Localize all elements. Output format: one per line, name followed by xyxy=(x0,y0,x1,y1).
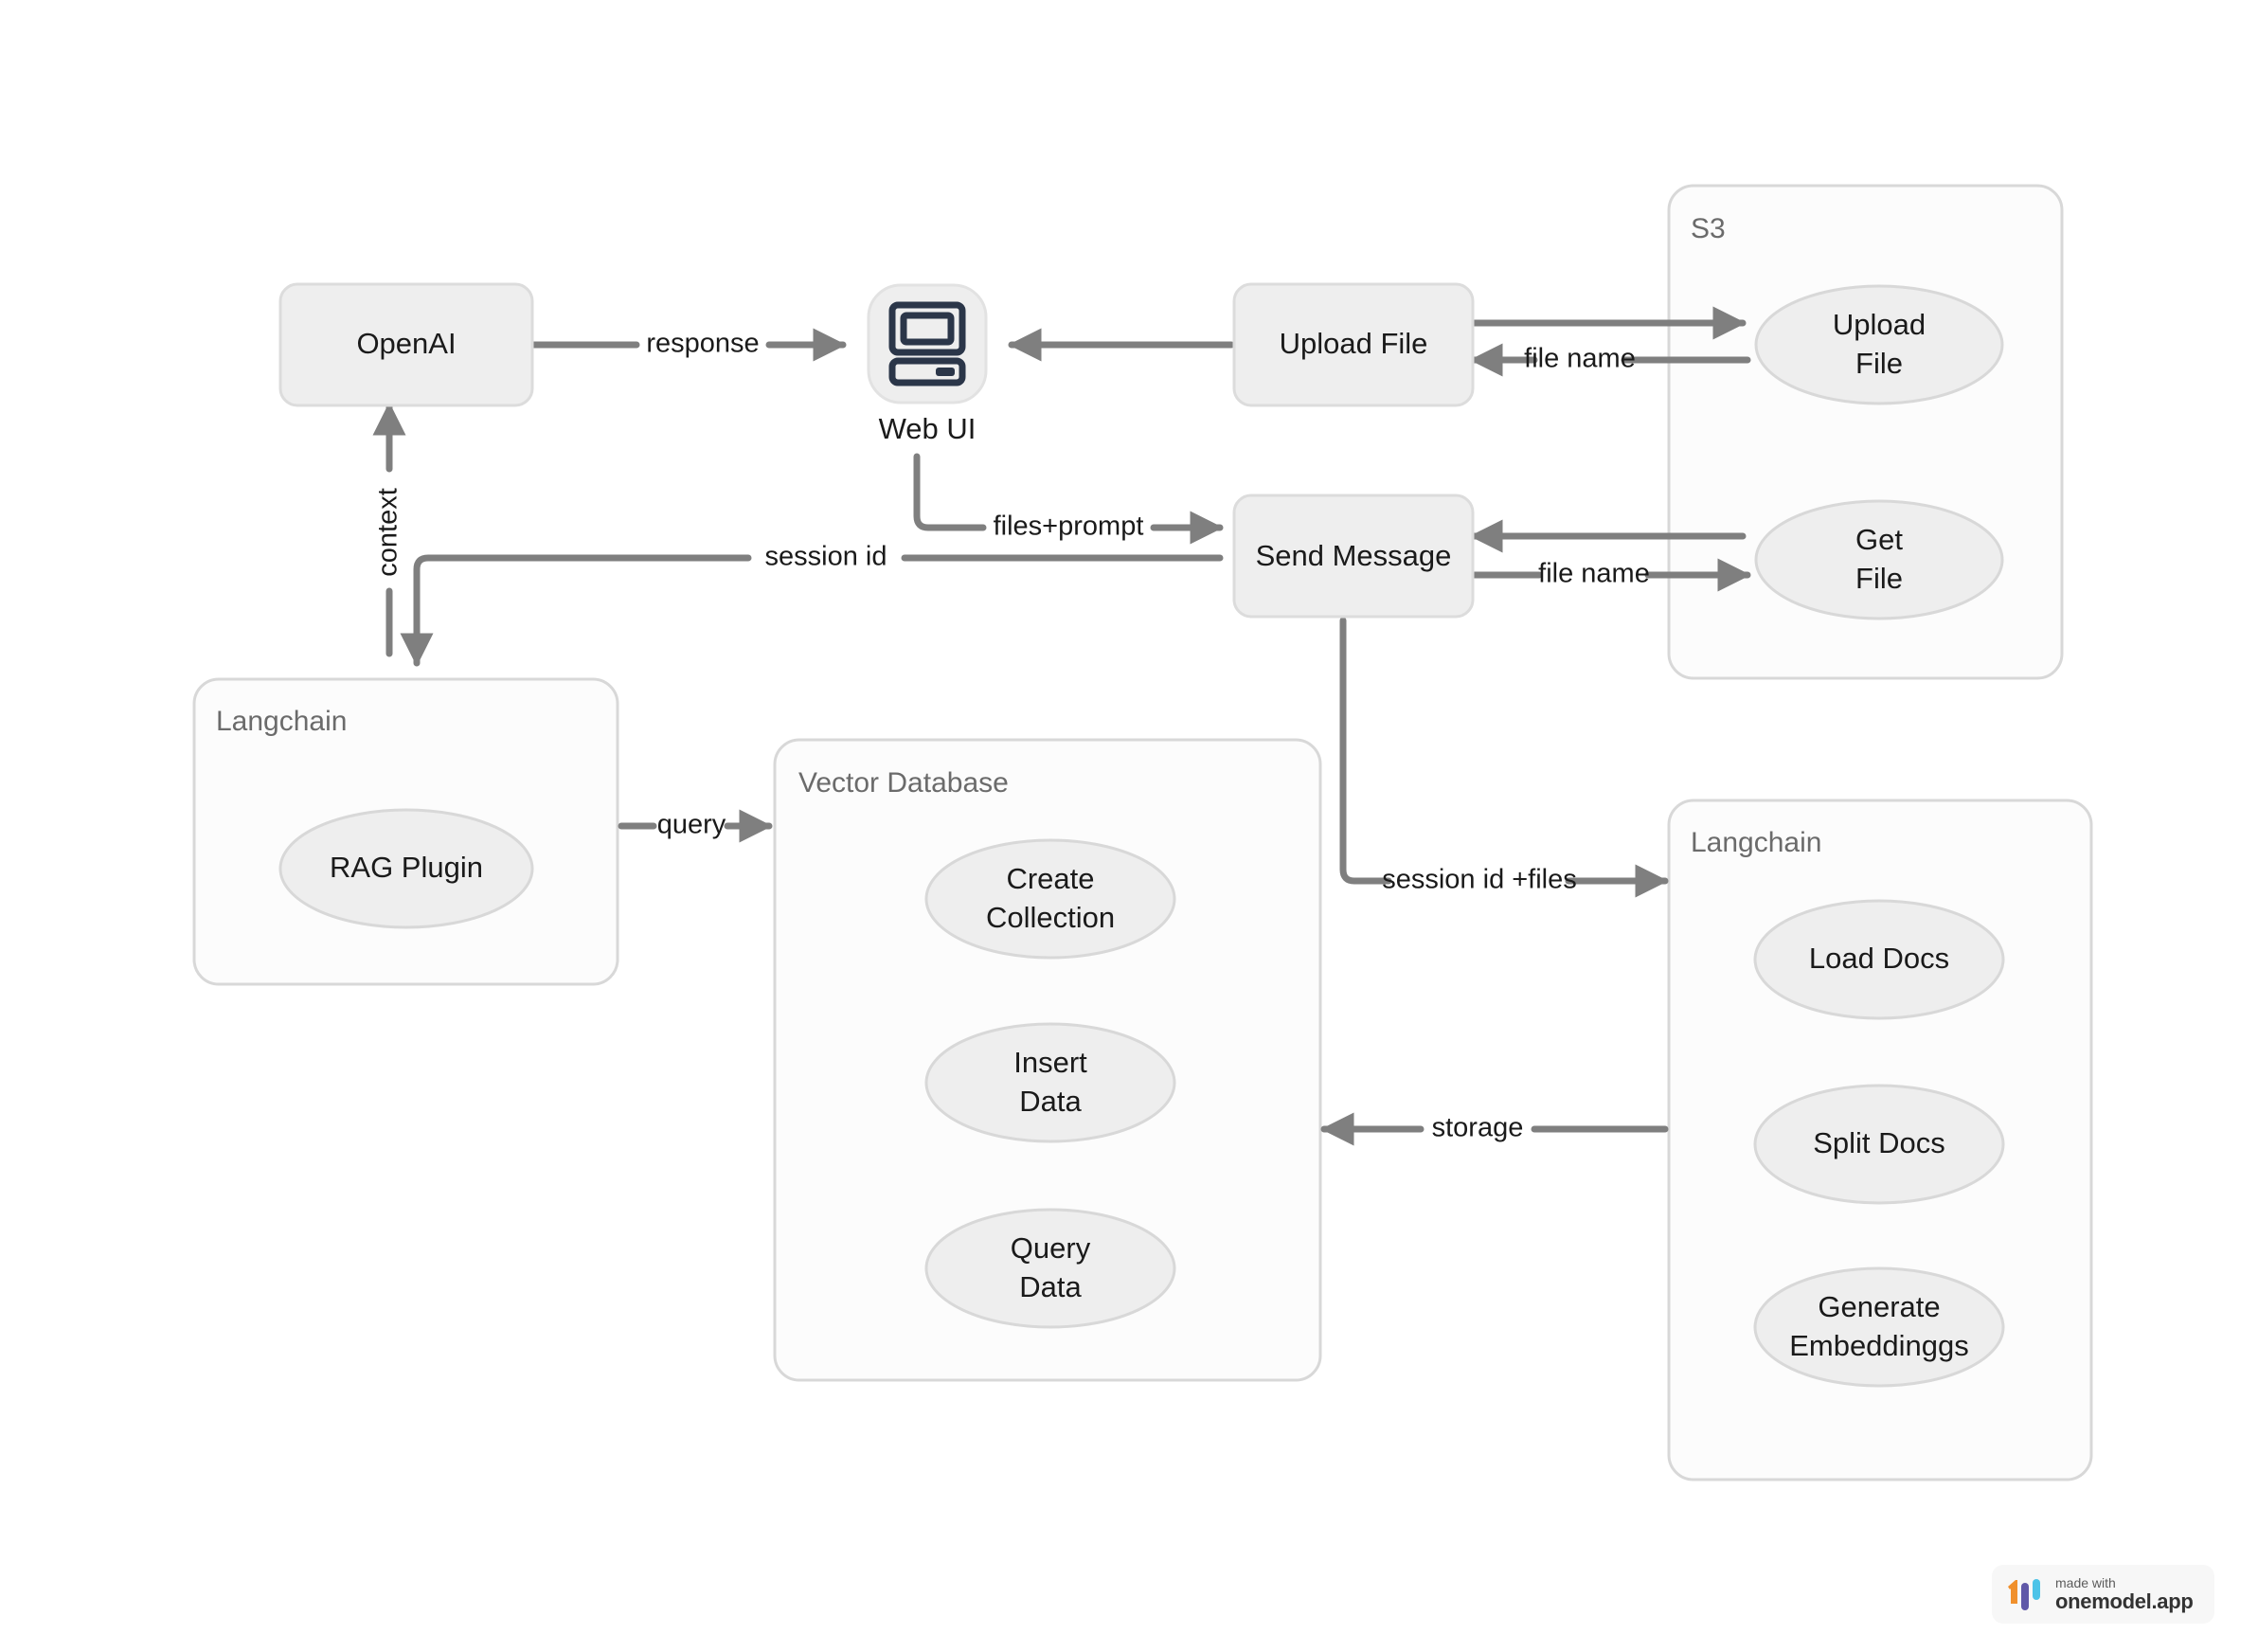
node-split-docs[interactable]: Split Docs xyxy=(1753,1084,2005,1205)
node-create-collection-frame[interactable] xyxy=(924,838,1176,960)
node-split-docs-frame[interactable] xyxy=(1753,1084,2005,1205)
node-upload-file-label: Upload File xyxy=(1280,327,1428,360)
onemodel-logo-icon xyxy=(2005,1578,2045,1610)
watermark-made-with-label: made with xyxy=(2055,1575,2116,1591)
node-create-collection-label-line1: Create xyxy=(1006,862,1094,895)
edge-ragplugin-to-openai: context xyxy=(372,402,406,657)
node-generate-embeddings-frame[interactable] xyxy=(1753,1266,2005,1388)
node-insert-data-label-line2: Data xyxy=(1019,1085,1082,1118)
node-s3-upload-file[interactable]: Upload File xyxy=(1754,284,2004,405)
node-upload-file-frame[interactable] xyxy=(1232,282,1475,407)
node-s3-get-file-label-line2: File xyxy=(1855,562,1903,595)
node-s3-upload-file-frame[interactable] xyxy=(1754,284,2004,405)
node-generate-embeddings-label-line1: Generate xyxy=(1818,1290,1940,1323)
group-langchain-rag-label: Langchain xyxy=(216,706,347,737)
edge-label-response: response xyxy=(646,329,759,359)
onemodel-watermark-text: made with onemodel.app xyxy=(2055,1576,2194,1612)
desktop-computer-icon xyxy=(888,301,966,386)
edge-ragplugin-to-vectordb: query xyxy=(618,809,773,843)
node-insert-data[interactable]: Insert Data xyxy=(924,1022,1176,1143)
node-load-docs-frame[interactable] xyxy=(1753,899,2005,1020)
node-load-docs[interactable]: Load Docs xyxy=(1753,899,2005,1020)
node-generate-embeddings-label-line2: Embeddinggs xyxy=(1789,1329,1969,1362)
node-s3-upload-file-label-line1: Upload xyxy=(1833,308,1926,341)
edge-label-storage: storage xyxy=(1432,1113,1524,1143)
edge-label-context: context xyxy=(373,488,403,577)
node-send-message-label: Send Message xyxy=(1256,539,1452,572)
node-send-message-frame[interactable] xyxy=(1232,494,1475,619)
edge-label-session-id: session id xyxy=(765,542,887,572)
node-query-data[interactable]: Query Data xyxy=(924,1208,1176,1329)
node-send-message[interactable]: Send Message xyxy=(1232,494,1475,619)
node-s3-get-file[interactable]: Get File xyxy=(1754,499,2004,620)
node-s3-upload-file-label-line2: File xyxy=(1855,347,1903,380)
node-rag-plugin-frame[interactable] xyxy=(278,808,534,929)
node-generate-embeddings[interactable]: Generate Embeddinggs xyxy=(1753,1266,2005,1388)
edge-label-query: query xyxy=(657,810,726,840)
edge-sendmessage-to-langchaindocs: session id +files xyxy=(1339,617,1669,898)
node-create-collection-label-line2: Collection xyxy=(986,901,1115,934)
edge-sendmessage-to-langchain: session id xyxy=(400,542,1224,667)
node-split-docs-label: Split Docs xyxy=(1813,1126,1945,1159)
node-openai[interactable]: OpenAI xyxy=(278,282,534,407)
edge-label-file-name-get: file name xyxy=(1538,559,1650,589)
node-openai-label: OpenAI xyxy=(356,327,456,360)
onemodel-watermark[interactable]: made with onemodel.app xyxy=(1992,1565,2214,1624)
node-insert-data-label-line1: Insert xyxy=(1013,1046,1087,1079)
node-query-data-label-line2: Data xyxy=(1019,1270,1082,1303)
edge-label-files-prompt: files+prompt xyxy=(994,512,1144,542)
node-web-ui[interactable]: Web UI xyxy=(867,283,988,445)
node-query-data-frame[interactable] xyxy=(924,1208,1176,1329)
node-web-ui-label: Web UI xyxy=(879,412,977,445)
edge-sendmessage-to-getfile: file name xyxy=(1469,558,1751,592)
onemodel-logo-bars-icon xyxy=(2008,1579,2040,1610)
watermark-brand-label: onemodel.app xyxy=(2055,1589,2194,1613)
edge-label-session-id-files: session id +files xyxy=(1382,865,1577,895)
node-rag-plugin[interactable]: RAG Plugin xyxy=(278,808,534,929)
node-query-data-label-line1: Query xyxy=(1011,1231,1091,1265)
edge-s3upload-to-uploadfile: file name xyxy=(1469,343,1751,377)
node-create-collection[interactable]: Create Collection xyxy=(924,838,1176,960)
group-langchain-docs-label: Langchain xyxy=(1691,827,1821,858)
node-openai-frame[interactable] xyxy=(278,282,534,407)
group-vector-database-label: Vector Database xyxy=(798,767,1009,799)
node-upload-file[interactable]: Upload File xyxy=(1232,282,1475,407)
edge-label-file-name-upload: file name xyxy=(1524,344,1636,374)
node-rag-plugin-label: RAG Plugin xyxy=(330,851,483,884)
node-insert-data-frame[interactable] xyxy=(924,1022,1176,1143)
node-s3-get-file-label-line1: Get xyxy=(1855,523,1903,556)
edge-langchaindocs-to-vectordb: storage xyxy=(1320,1112,1669,1146)
node-s3-get-file-frame[interactable] xyxy=(1754,499,2004,620)
edge-webui-to-sendmessage: files+prompt xyxy=(913,453,1224,545)
group-s3-label: S3 xyxy=(1691,213,1726,244)
edge-openai-to-webui: response xyxy=(529,328,847,362)
node-load-docs-label: Load Docs xyxy=(1809,942,1949,975)
